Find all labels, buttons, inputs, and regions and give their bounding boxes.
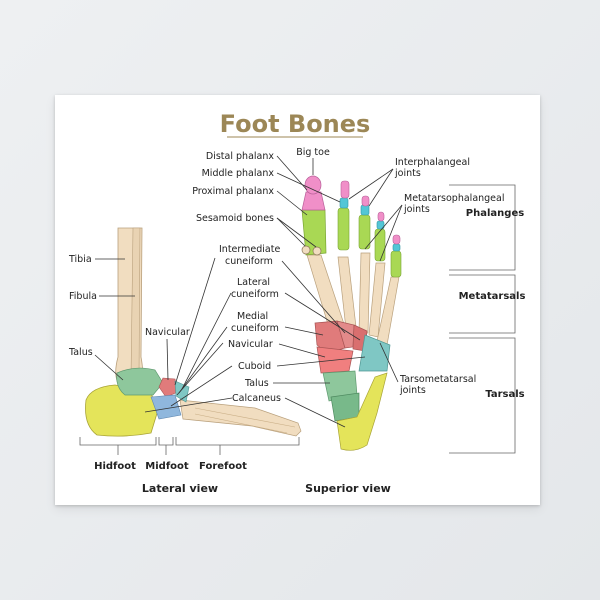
poster: Foot Bones Tibia Fibula Talus Navicular — [55, 95, 540, 505]
label-middle-phalanx: Middle phalanx — [202, 168, 275, 179]
label-navicular-lateral: Navicular — [145, 327, 190, 338]
proximal-phalanx-3 — [358, 214, 371, 250]
label-tibia: Tibia — [68, 254, 92, 265]
label-proximal-phalanx: Proximal phalanx — [192, 186, 274, 197]
big-toe-tip — [304, 175, 322, 195]
page-title: Foot Bones — [220, 110, 371, 138]
label-talus-superior: Talus — [244, 378, 269, 389]
middle-phalanx-2 — [339, 197, 349, 209]
label-cuboid: Cuboid — [238, 361, 271, 372]
distal-phalanx-1 — [301, 191, 326, 211]
label-tarsometatarsal-1: Tarsometatarsal — [399, 374, 476, 385]
sesamoid-bone — [312, 246, 322, 256]
label-metatarsophalangeal-2: joints — [403, 204, 430, 215]
label-metatarsals: Metatarsals — [459, 291, 526, 302]
sesamoid-bone — [301, 245, 311, 255]
label-medial-cuneiform-1: Medial — [237, 311, 268, 322]
label-big-toe: Big toe — [296, 147, 330, 158]
calcaneus-superior — [336, 372, 388, 451]
metatarsal-3 — [358, 252, 371, 334]
lateral-metatarsals — [179, 399, 302, 437]
superior-view-illustration — [301, 175, 402, 451]
label-lateral-cuneiform-1: Lateral — [237, 277, 270, 288]
label-navicular-superior: Navicular — [228, 339, 273, 350]
label-phalanges: Phalanges — [466, 208, 524, 219]
foot-bones-diagram: Foot Bones Tibia Fibula Talus Navicular — [68, 110, 526, 495]
label-lateral-cuneiform-2: cuneiform — [231, 289, 279, 300]
talus-lateral — [116, 367, 164, 396]
label-superior-view: Superior view — [305, 482, 391, 495]
middle-phalanx-5 — [392, 243, 401, 252]
proximal-phalanx-2 — [337, 207, 350, 251]
label-talus-lateral: Talus — [68, 347, 93, 358]
cuboid-superior — [358, 334, 391, 372]
label-metatarsophalangeal-1: Metatarsophalangeal — [404, 193, 505, 204]
distal-phalanx-2 — [340, 180, 350, 199]
label-lateral-view: Lateral view — [142, 482, 218, 495]
distal-phalanx-4 — [377, 211, 385, 222]
proximal-phalanx-4 — [374, 228, 386, 262]
label-forefoot: Forefoot — [199, 461, 247, 472]
label-distal-phalanx: Distal phalanx — [206, 151, 274, 162]
talus-body-superior — [330, 392, 360, 422]
middle-phalanx-3 — [360, 204, 370, 216]
label-intermediate-cuneiform-2: cuneiform — [225, 256, 273, 267]
label-medial-cuneiform-2: cuneiform — [231, 323, 279, 334]
navicular-lateral — [158, 377, 179, 398]
label-fibula: Fibula — [69, 291, 97, 302]
distal-phalanx-3 — [361, 195, 370, 207]
label-intermediate-cuneiform-1: Intermediate — [219, 244, 280, 255]
distal-phalanx-5 — [392, 234, 401, 245]
label-midfoot: Midfoot — [145, 461, 189, 472]
label-interphalangeal-2: joints — [394, 168, 421, 179]
label-tarsals: Tarsals — [485, 389, 524, 400]
calcaneus-lateral — [85, 384, 159, 437]
proximal-phalanx-5 — [390, 250, 402, 278]
label-sesamoid-bones: Sesamoid bones — [196, 213, 274, 224]
label-interphalangeal-1: Interphalangeal — [395, 157, 470, 168]
cuboid-lateral — [150, 394, 182, 420]
label-tarsometatarsal-2: joints — [399, 385, 426, 396]
label-calcaneus: Calcaneus — [232, 393, 281, 404]
label-hidfoot: Hidfoot — [94, 461, 136, 472]
